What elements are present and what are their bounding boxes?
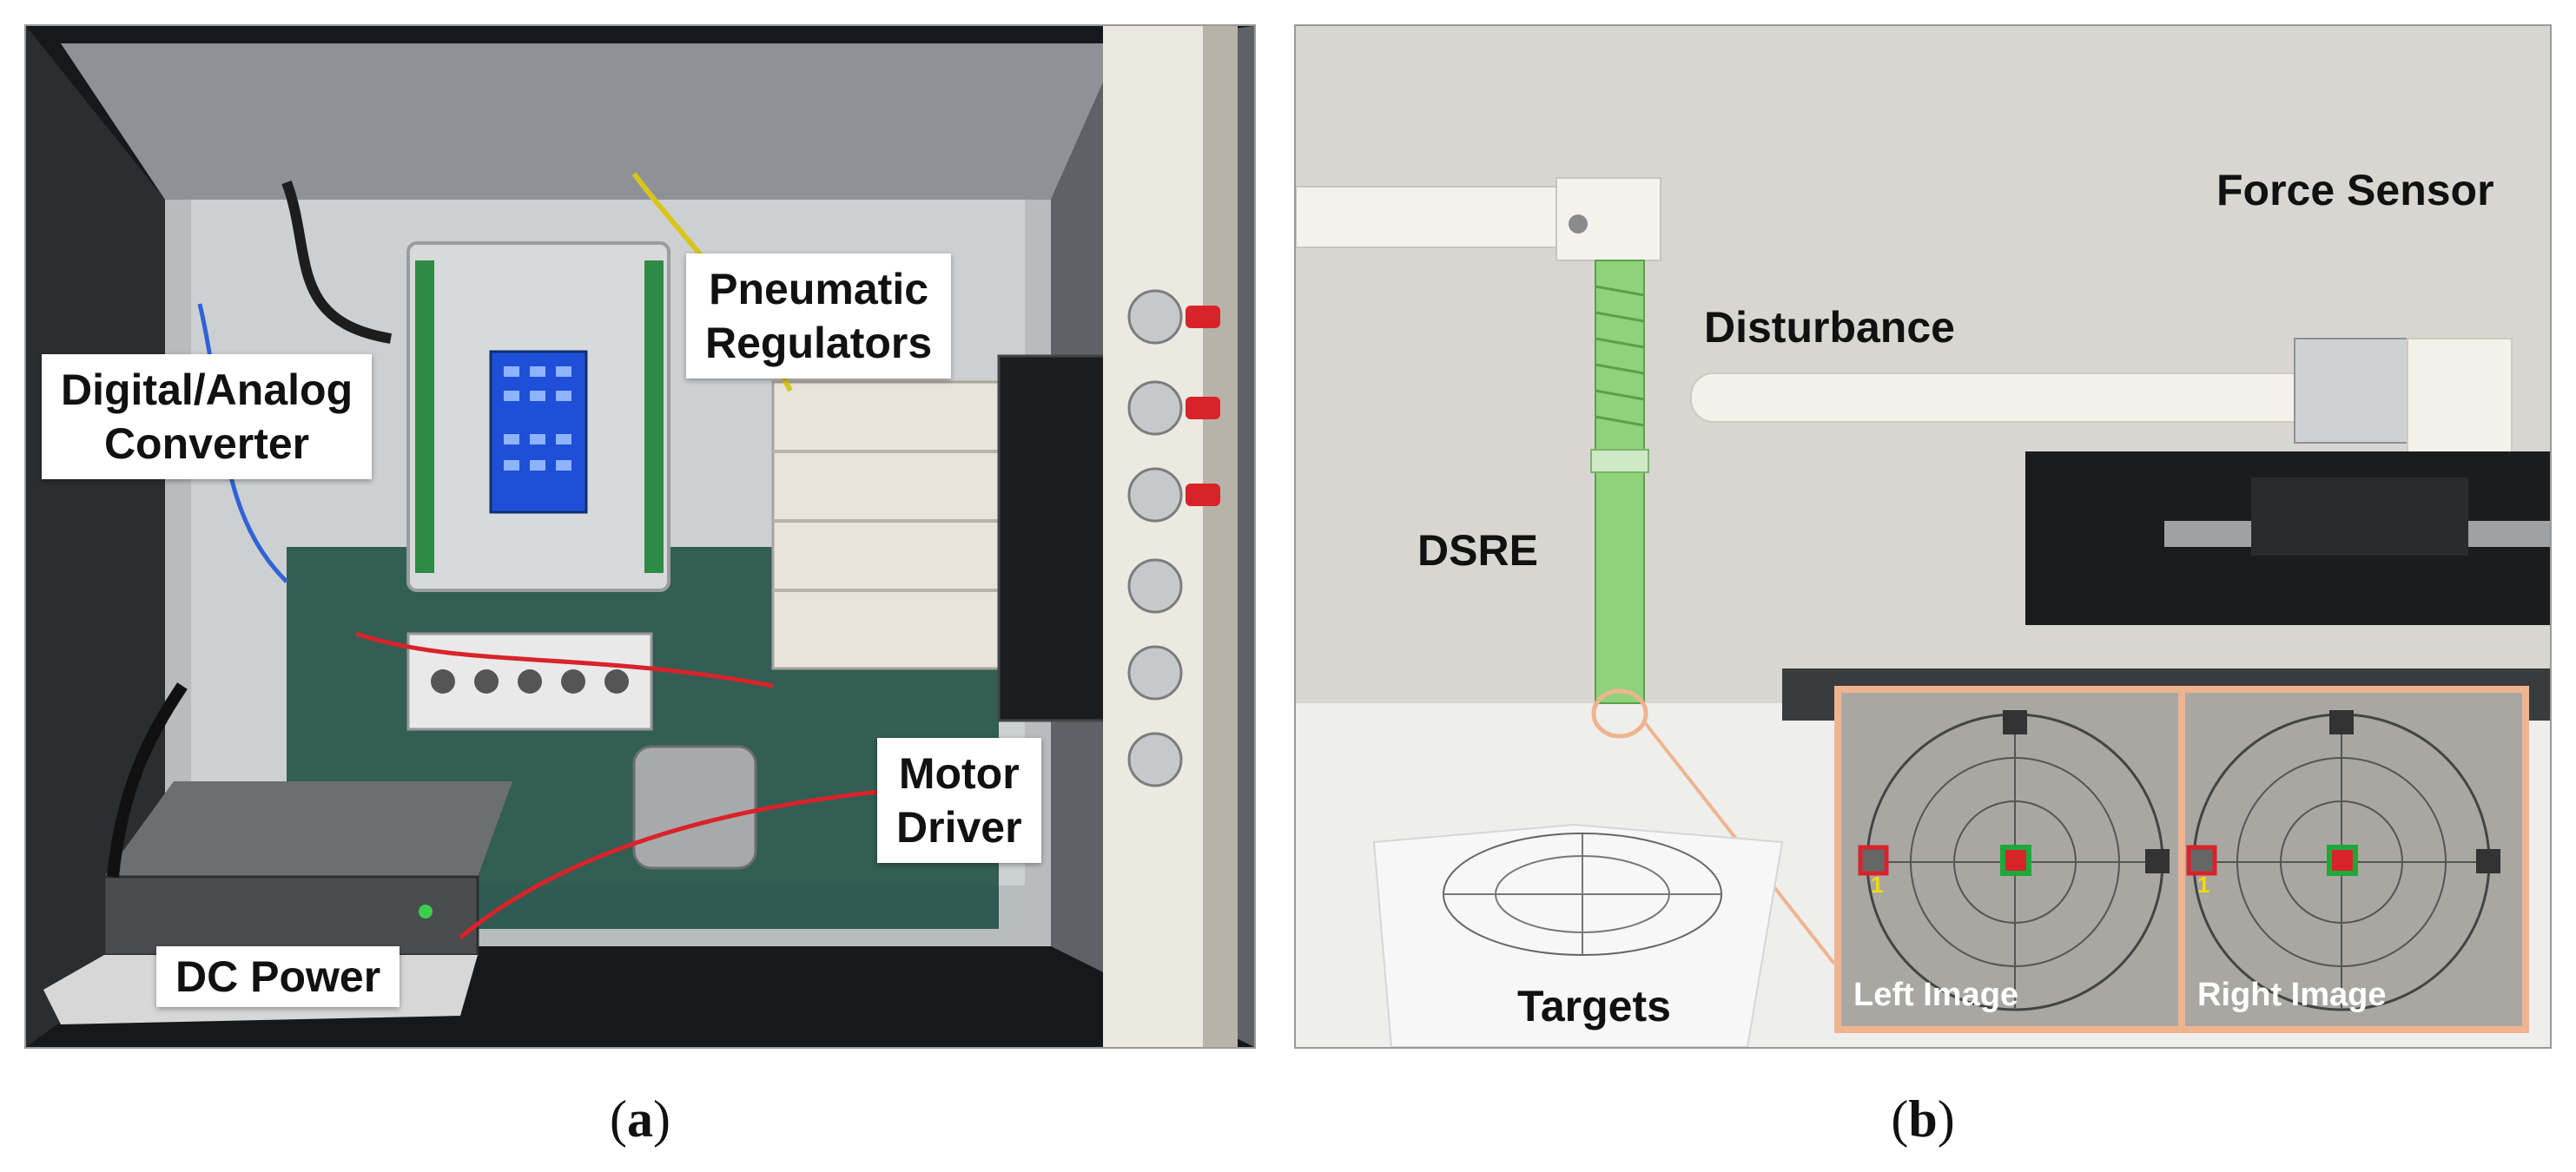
marker-number-right: 1 bbox=[2197, 872, 2210, 898]
valve-manifold bbox=[771, 380, 1001, 670]
label-dac: Digital/Analog Converter bbox=[42, 354, 373, 479]
panel-b-photo: Force Sensor Disturbance DSRE Targets 1 … bbox=[1294, 24, 2552, 1049]
panel-a-photo: Digital/Analog Converter Pneumatic Regul… bbox=[24, 24, 1256, 1049]
right-image-label: Right Image bbox=[2197, 977, 2387, 1013]
marker-number: 1 bbox=[1871, 872, 1884, 898]
target-block bbox=[1372, 823, 1784, 1047]
left-image-label: Left Image bbox=[1853, 977, 2019, 1013]
caption-b-letter: b bbox=[1908, 1090, 1938, 1148]
caption-a-letter: a bbox=[627, 1090, 653, 1148]
label-motor-driver: Motor Driver bbox=[877, 738, 1041, 863]
force-sensor bbox=[2294, 338, 2408, 444]
left-target-view bbox=[1858, 710, 2170, 1011]
air-regulator bbox=[632, 745, 757, 870]
power-supply bbox=[102, 875, 479, 957]
caption-a: (a) bbox=[610, 1090, 670, 1148]
label-dsre: DSRE bbox=[1417, 526, 1538, 575]
dsre-tube bbox=[1595, 260, 1645, 704]
label-targets: Targets bbox=[1517, 982, 1671, 1030]
camera-inset: 1 Left Image 1 Right Image bbox=[1834, 686, 2529, 1033]
right-target-view bbox=[2186, 710, 2500, 1011]
caption-b: (b) bbox=[1891, 1090, 1955, 1148]
label-pneumatic-regulators: Pneumatic Regulators bbox=[686, 253, 952, 379]
right-image: 1 Right Image bbox=[2185, 693, 2522, 1026]
label-disturbance: Disturbance bbox=[1704, 303, 1955, 352]
label-dc-power: DC Power bbox=[156, 946, 400, 1007]
lcd-screen bbox=[489, 350, 588, 514]
left-image: 1 Left Image bbox=[1841, 693, 2178, 1026]
label-force-sensor: Force Sensor bbox=[2216, 166, 2494, 214]
disturbance-rod bbox=[1690, 372, 2352, 423]
control-box-illustration bbox=[26, 26, 1254, 1047]
